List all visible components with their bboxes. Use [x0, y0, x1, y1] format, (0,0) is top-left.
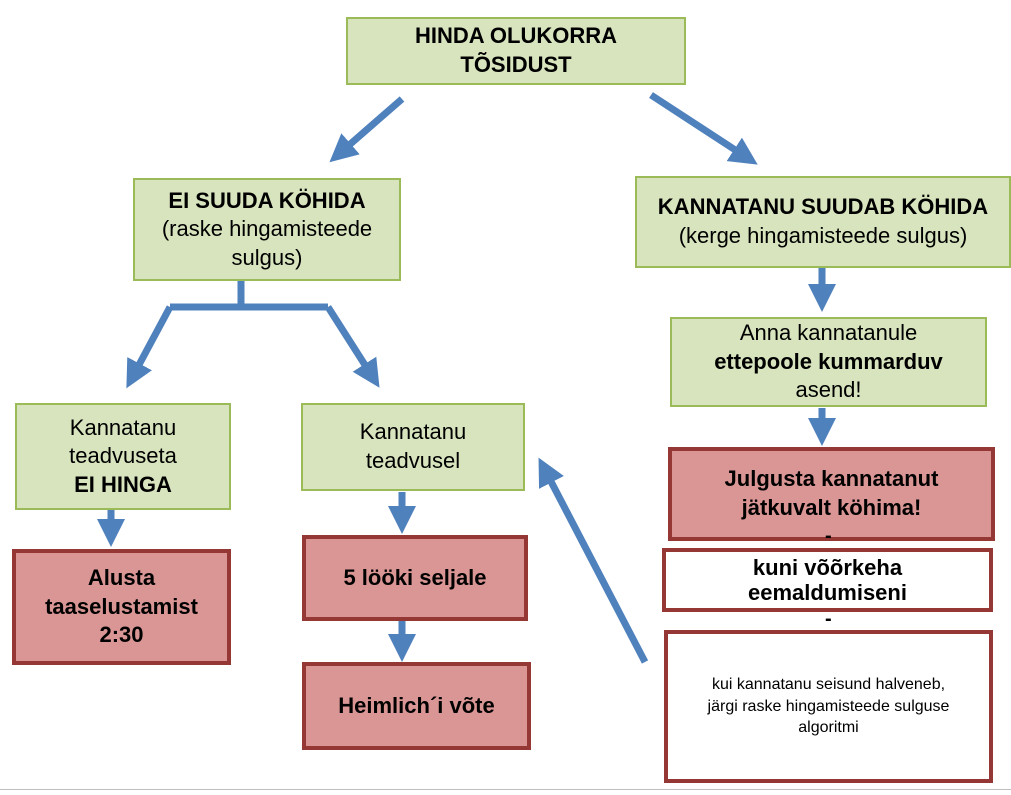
- arrow-assess-to-cannot-cough: [329, 96, 405, 163]
- conscious-line2: teadvusel: [365, 448, 461, 473]
- unconscious-box: Kannatanu teadvuseta EI HINGA: [15, 403, 231, 510]
- unconscious-line3: EI HINGA: [74, 471, 172, 497]
- until-removed-box: kuni võõrkeha eemaldumiseni: [662, 548, 993, 612]
- heimlich-label: Heimlich´i võte: [338, 692, 495, 718]
- back-blows-label: 5 lööki seljale: [343, 564, 487, 590]
- conscious-box: Kannatanu teadvusel: [301, 403, 525, 491]
- dash-1: -: [825, 525, 832, 547]
- arrow-to-unconscious: [126, 305, 174, 389]
- can-cough-box: KANNATANU SUUDAB KÖHIDA (kerge hingamist…: [635, 176, 1011, 268]
- lean-forward-box: Anna kannatanule ettepoole kummarduv ase…: [670, 317, 987, 407]
- arrow-worsens-to-conscious: [538, 457, 649, 664]
- worsens-line1: kui kannatanu seisund halveneb,: [711, 676, 946, 694]
- worsens-box: kui kannatanu seisund halveneb, järgi ra…: [664, 630, 993, 783]
- arrow-to-conscious: [325, 305, 380, 388]
- encourage-box: Julgusta kannatanut jätkuvalt köhima!: [668, 447, 995, 541]
- back-blows-box: 5 lööki seljale: [302, 535, 528, 621]
- arrow-assess-to-can-cough: [649, 92, 758, 165]
- cpr-line3: 2:30: [99, 622, 144, 648]
- until-removed-line1: kuni võõrkeha: [752, 554, 903, 580]
- cannot-cough-box: EI SUUDA KÖHIDA (raske hingamisteede sul…: [133, 178, 401, 281]
- can-cough-title: KANNATANU SUUDAB KÖHIDA: [657, 194, 989, 220]
- unconscious-line2: teadvuseta: [69, 443, 177, 469]
- dash-2: -: [825, 608, 832, 630]
- assess-line2: TÕSIDUST: [460, 52, 572, 77]
- cannot-cough-title: EI SUUDA KÖHIDA: [168, 187, 366, 213]
- worsens-line3: algoritmi: [798, 719, 859, 737]
- worsens-line2: järgi raske hingamisteede sulguse: [707, 697, 950, 715]
- cpr-line1: Alusta: [87, 565, 156, 591]
- encourage-line2: jätkuvalt köhima!: [741, 495, 922, 520]
- start-cpr-box: Alusta taaselustamist 2:30: [12, 549, 231, 665]
- encourage-line1: Julgusta kannatanut: [724, 466, 939, 492]
- bottom-rule: [0, 789, 1011, 790]
- cpr-line2: taaselustamist: [45, 593, 198, 619]
- lean-line1: Anna kannatanule: [739, 320, 918, 346]
- can-cough-sub: (kerge hingamisteede sulgus): [678, 223, 968, 248]
- unconscious-line1: Kannatanu: [69, 414, 177, 440]
- cannot-cough-sub1: (raske hingamisteede: [161, 216, 373, 242]
- lean-line2: ettepoole kummarduv: [714, 348, 943, 374]
- heimlich-box: Heimlich´i võte: [302, 662, 531, 750]
- conscious-line1: Kannatanu: [359, 419, 467, 445]
- cannot-cough-sub2: sulgus): [231, 244, 303, 270]
- assess-line1: HINDA OLUKORRA: [414, 23, 618, 49]
- assess-severity-box: HINDA OLUKORRA TÕSIDUST: [346, 17, 686, 85]
- lean-line3: asend!: [795, 377, 862, 403]
- until-removed-line2: eemaldumiseni: [748, 580, 907, 605]
